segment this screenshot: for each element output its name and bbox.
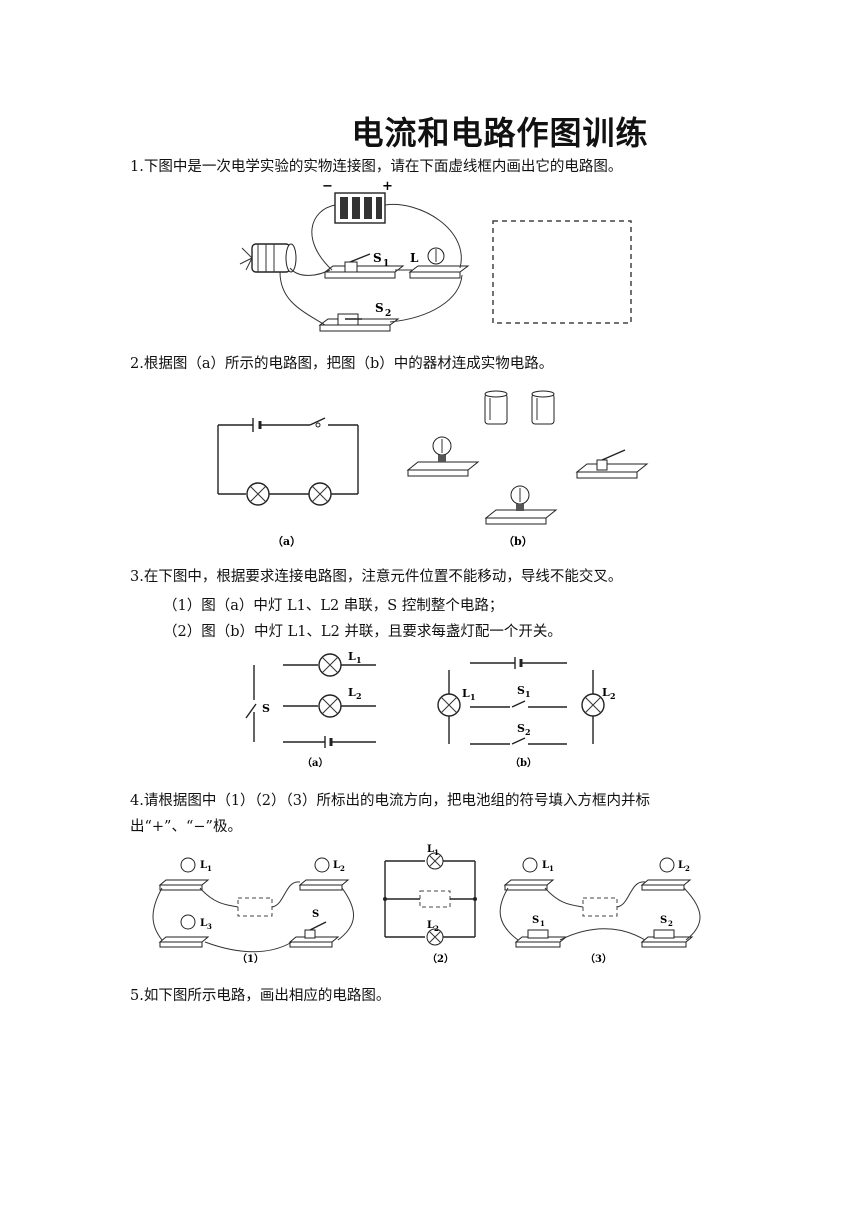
- svg-text:2: 2: [525, 727, 531, 737]
- svg-text:1: 1: [540, 919, 545, 928]
- lamp-label: L: [410, 251, 419, 265]
- svg-text:S: S: [660, 915, 667, 926]
- q4-caption-2: （2）: [427, 952, 454, 965]
- svg-text:1: 1: [383, 259, 389, 269]
- question-1-text: 1.下图中是一次电学实验的实物连接图，请在下面虚线框内画出它的电路图。: [130, 159, 623, 175]
- question-5-text: 5.如下图所示电路，画出相应的电路图。: [130, 988, 391, 1004]
- q4-caption-1: （1）: [237, 952, 264, 965]
- svg-text:S: S: [517, 684, 525, 697]
- minus-label: −: [322, 179, 333, 194]
- question-3-text: 3.在下图中，根据要求连接电路图，注意元件位置不能移动，导线不能交叉。: [130, 569, 623, 585]
- q3-caption-a: （a）: [302, 756, 328, 769]
- svg-text:L: L: [542, 860, 549, 871]
- q3-caption-b: （b）: [510, 756, 537, 769]
- q3-figures: L 1 L 2 S （a） L 1 S 1 S 2: [245, 650, 616, 769]
- svg-text:L: L: [462, 687, 470, 700]
- q1-physical-circuit: − + S 1 L S 2: [239, 179, 632, 332]
- circuit-diagram-a: [217, 417, 359, 506]
- svg-text:L: L: [678, 860, 685, 871]
- lamp-board-icon: [406, 436, 480, 477]
- svg-text:L: L: [200, 860, 207, 871]
- svg-text:S: S: [262, 702, 270, 715]
- question-3-sub1: （1）图（a）中灯 L1、L2 串联，S 控制整个电路；: [163, 598, 504, 614]
- svg-text:1: 1: [549, 864, 554, 873]
- switch-board-icon: [575, 449, 649, 479]
- battery-cell-icon: [484, 390, 555, 425]
- svg-text:1: 1: [470, 692, 476, 702]
- battery-icon: [334, 192, 386, 224]
- question-2-text: 2.根据图（a）所示的电路图，把图（b）中的器材连成实物电路。: [130, 356, 554, 372]
- q2-figures: （a） （b）: [217, 390, 649, 548]
- page-title: 电流和电路作图训练: [351, 114, 649, 152]
- svg-text:L: L: [427, 844, 434, 855]
- answer-dashed-box: [492, 220, 632, 324]
- svg-text:1: 1: [525, 689, 531, 699]
- question-4-text: 4.请根据图中（1）（2）（3）所标出的电流方向，把电池组的符号填入方框内并标出…: [130, 793, 651, 835]
- svg-text:L: L: [333, 860, 340, 871]
- question-3-sub2: （2）图（b）中灯 L1、L2 并联，且要求每盏灯配一个开关。: [163, 624, 562, 640]
- svg-text:2: 2: [610, 691, 616, 701]
- svg-text:1: 1: [434, 848, 439, 857]
- svg-text:1: 1: [356, 655, 362, 665]
- svg-text:2: 2: [434, 924, 439, 933]
- circuit-a: L 1 L 2 S: [245, 650, 376, 748]
- caption-b: （b）: [503, 535, 533, 548]
- q4-caption-3: （3）: [585, 952, 612, 965]
- svg-text:3: 3: [207, 922, 212, 931]
- s2-label: S: [375, 301, 384, 315]
- svg-text:1: 1: [207, 864, 212, 873]
- svg-text:L: L: [200, 918, 207, 929]
- caption-a: （a）: [272, 535, 301, 548]
- circuit-b: L 1 S 1 S 2 L 2: [437, 657, 616, 745]
- figure-4-1: L 1 L 2 L 3 S: [152, 857, 354, 953]
- svg-text:2: 2: [668, 919, 673, 928]
- svg-text:L: L: [602, 686, 610, 699]
- svg-text:L: L: [348, 686, 356, 699]
- svg-text:L: L: [348, 650, 356, 663]
- plus-label: +: [382, 179, 393, 194]
- svg-text:2: 2: [356, 691, 362, 701]
- svg-text:S: S: [517, 722, 525, 735]
- svg-text:S: S: [312, 909, 319, 920]
- figure-4-3: L 1 L 2 S 1 S 2: [499, 857, 701, 948]
- svg-text:S: S: [532, 915, 539, 926]
- q4-figures: L 1 L 2 L 3 S （1） L 1: [152, 844, 701, 965]
- s1-label: S: [373, 251, 382, 265]
- svg-text:2: 2: [340, 864, 345, 873]
- svg-text:2: 2: [685, 864, 690, 873]
- lamp-board-icon-2: [484, 485, 558, 525]
- svg-text:L: L: [427, 920, 434, 931]
- motor-icon: [239, 243, 297, 273]
- svg-text:2: 2: [385, 309, 391, 319]
- figure-4-2: L 1 L 2: [383, 844, 477, 946]
